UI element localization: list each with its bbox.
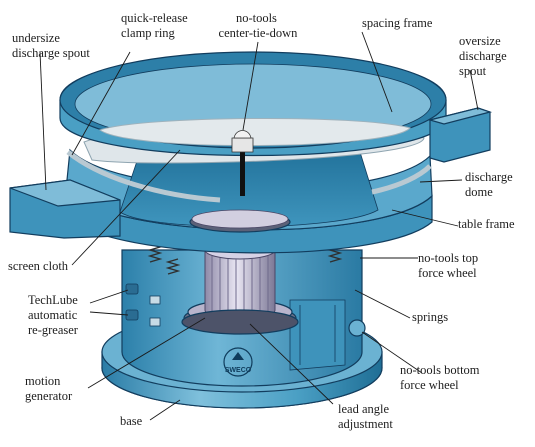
label-no-tools-center-tie-down: no-tools center-tie-down [219,11,299,40]
sweco-logo: SWECO [223,347,253,377]
label-table-frame: table frame [458,217,515,231]
leader-lines [39,31,479,421]
label-quick-release-clamp-ring: quick-release clamp ring [121,11,191,40]
label-spacing-frame: spacing frame [362,16,433,30]
callout-labels: undersize discharge spout quick-release … [8,11,516,431]
label-techlube-re-greaser: TechLube automatic re-greaser [28,293,81,337]
label-undersize-discharge-spout: undersize discharge spout [12,31,90,60]
techlube-greaser [125,283,139,321]
label-oversize-discharge-spout: oversize discharge spout [459,34,510,78]
label-base: base [120,414,143,428]
label-motion-generator: motion generator [25,374,73,403]
center-tie-down [231,130,254,196]
undersize-discharge-spout [9,179,121,239]
top-force-wheel [189,209,291,233]
label-no-tools-top-force-wheel: no-tools top force wheel [418,251,481,280]
bottom-force-wheel [181,309,299,335]
label-lead-angle-adjustment: lead angle adjustment [338,402,393,431]
separator-body [59,51,447,254]
lead-angle-adjuster [348,319,366,337]
logo-text: SWECO [225,367,252,374]
label-screen-cloth: screen cloth [8,259,69,273]
label-no-tools-bottom-force-wheel: no-tools bottom force wheel [400,363,483,392]
label-springs: springs [412,310,448,324]
label-discharge-dome: discharge dome [465,170,516,199]
